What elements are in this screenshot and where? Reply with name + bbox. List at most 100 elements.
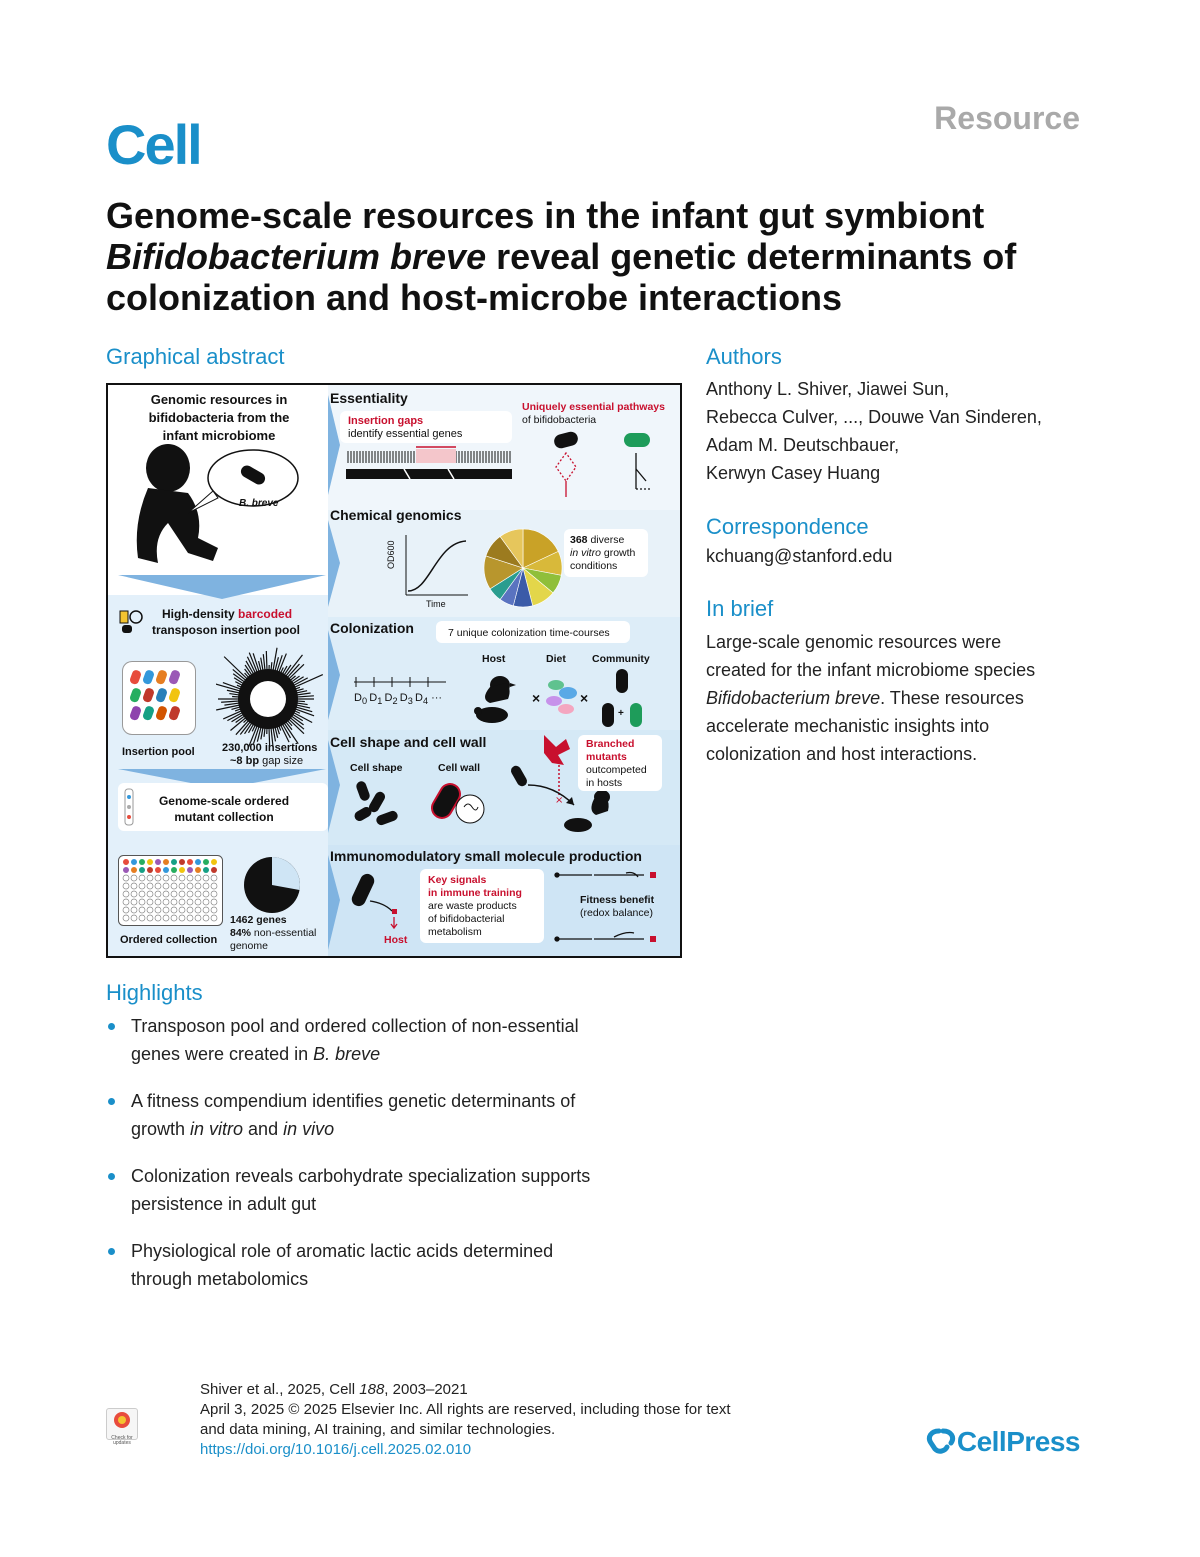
section-chevrons <box>328 395 340 950</box>
plate-well <box>138 874 146 882</box>
highlight-italic: in vitro <box>190 1119 244 1139</box>
in-brief-line: Bifidobacterium breve. These resources <box>706 684 1106 712</box>
timecourses-box <box>436 621 630 643</box>
plate-well <box>178 882 186 890</box>
highlight-line: Transposon pool and ordered collection o… <box>131 1016 579 1036</box>
plate-well <box>186 882 194 890</box>
author-line: Rebecca Culver, ..., Douwe Van Sinderen, <box>706 407 1042 427</box>
graphical-abstract: Genomic resources in bifidobacteria from… <box>106 383 682 958</box>
plate-well <box>155 859 161 865</box>
plate-well <box>178 874 186 882</box>
plate-well <box>154 906 162 914</box>
cell-wall-label: Cell wall <box>438 762 481 774</box>
plate-well <box>203 867 209 873</box>
plate-well <box>130 882 138 890</box>
plate-well <box>178 890 186 898</box>
doi-link[interactable]: https://doi.org/10.1016/j.cell.2025.02.0… <box>200 1441 472 1458</box>
immuno-title: Immunomodulatory small molecule producti… <box>330 848 642 864</box>
plate-well <box>210 914 218 922</box>
highlight-line: growth in vitro and in vivo <box>131 1115 686 1143</box>
bullet-icon <box>108 1248 115 1255</box>
gap-size-bold: ~8 bp <box>230 755 260 767</box>
pie-slice <box>522 528 559 569</box>
day-4-sub: 4 <box>422 696 429 707</box>
day-1-sub: 1 <box>377 696 383 707</box>
plate-well <box>194 882 202 890</box>
redox-balance: (redox balance) <box>580 907 653 919</box>
correspondence-email[interactable]: kchuang@stanford.edu <box>706 546 893 566</box>
timeline-labels: D0 D1 D2 D3 D4 ··· <box>354 691 442 708</box>
copyright-2: and data mining, AI training, and simila… <box>200 1421 556 1438</box>
plate-well <box>146 914 154 922</box>
plate-well <box>162 882 170 890</box>
plate-well <box>170 906 178 914</box>
genome-label: genome <box>230 940 268 952</box>
plate-well <box>178 898 186 906</box>
plate-well <box>154 890 162 898</box>
genes-count: 1462 genes <box>230 914 287 926</box>
plate-well <box>146 882 154 890</box>
timeline-icon <box>354 677 446 687</box>
highlight-text: growth <box>131 1119 191 1139</box>
in-hosts-label: in hosts <box>586 777 623 789</box>
plate-well <box>195 867 201 873</box>
plate-well <box>170 882 178 890</box>
plate-well <box>162 906 170 914</box>
day-1: D1 <box>369 692 383 707</box>
highlight-text: genes were created in <box>131 1044 314 1064</box>
day-0: D0 <box>354 692 368 707</box>
day-letter: D <box>369 692 378 704</box>
gap-size-rest: gap size <box>259 755 304 767</box>
plate-well <box>154 882 162 890</box>
plate-well <box>146 890 154 898</box>
author-line: Adam M. Deutschbauer, <box>706 435 900 455</box>
cell-wall-icon <box>431 783 485 824</box>
insertion-pool-vial <box>122 661 196 735</box>
plate-well <box>146 906 154 914</box>
plate-well <box>210 882 218 890</box>
highlight-text: and <box>243 1119 284 1139</box>
citation-volume: 188 <box>359 1381 385 1398</box>
plate-well <box>202 890 210 898</box>
plate-well <box>179 867 185 873</box>
plate-well <box>202 874 210 882</box>
pool-title-barcoded: barcoded <box>238 607 293 621</box>
od600-label: OD600 <box>386 540 396 569</box>
tube-icon <box>124 788 134 826</box>
plate-well <box>186 898 194 906</box>
outcompeted-label: outcompeted <box>586 764 647 776</box>
plate-well <box>154 914 162 922</box>
check-updates-badge[interactable]: Check for updates <box>106 1408 138 1446</box>
colonization-title: Colonization <box>330 620 414 636</box>
plate-well <box>122 874 130 882</box>
highlight-line: through metabolomics <box>131 1269 309 1289</box>
cell-shapes-icon <box>354 781 398 826</box>
insertion-pool-label: Insertion pool <box>122 746 195 758</box>
author-line: Anthony L. Shiver, Jiawei Sun, <box>706 379 950 399</box>
day-letter: D <box>384 692 393 704</box>
plate-well <box>162 898 170 906</box>
plate-well <box>138 898 146 906</box>
plate-well <box>202 914 210 922</box>
mutants-label: mutants <box>586 751 627 763</box>
plate-well <box>162 914 170 922</box>
highlight-italic: in vivo <box>283 1119 335 1139</box>
article-title: Genome-scale resources in the infant gut… <box>106 195 1106 318</box>
plate-well <box>130 898 138 906</box>
branched-label: Branched <box>586 738 635 750</box>
metabolite-cell-icon <box>351 873 398 930</box>
in-brief-line: Large-scale genomic resources were <box>706 632 1002 652</box>
day-0-sub: 0 <box>361 696 368 707</box>
plate-well <box>122 906 130 914</box>
plate-well <box>147 867 153 873</box>
citation: Shiver et al., 2025, Cell 188, 2003–2021 <box>200 1380 731 1400</box>
article-type: Resource <box>934 100 1080 136</box>
plate-well <box>163 859 169 865</box>
community-label: Community <box>592 653 650 665</box>
plate-well <box>122 898 130 906</box>
day-letter: D <box>415 692 423 704</box>
waste-2: of bifidobacterial <box>428 913 505 925</box>
fail-mark: × <box>555 795 563 806</box>
day-letter: D <box>399 692 408 704</box>
bullet-icon <box>108 1098 115 1105</box>
